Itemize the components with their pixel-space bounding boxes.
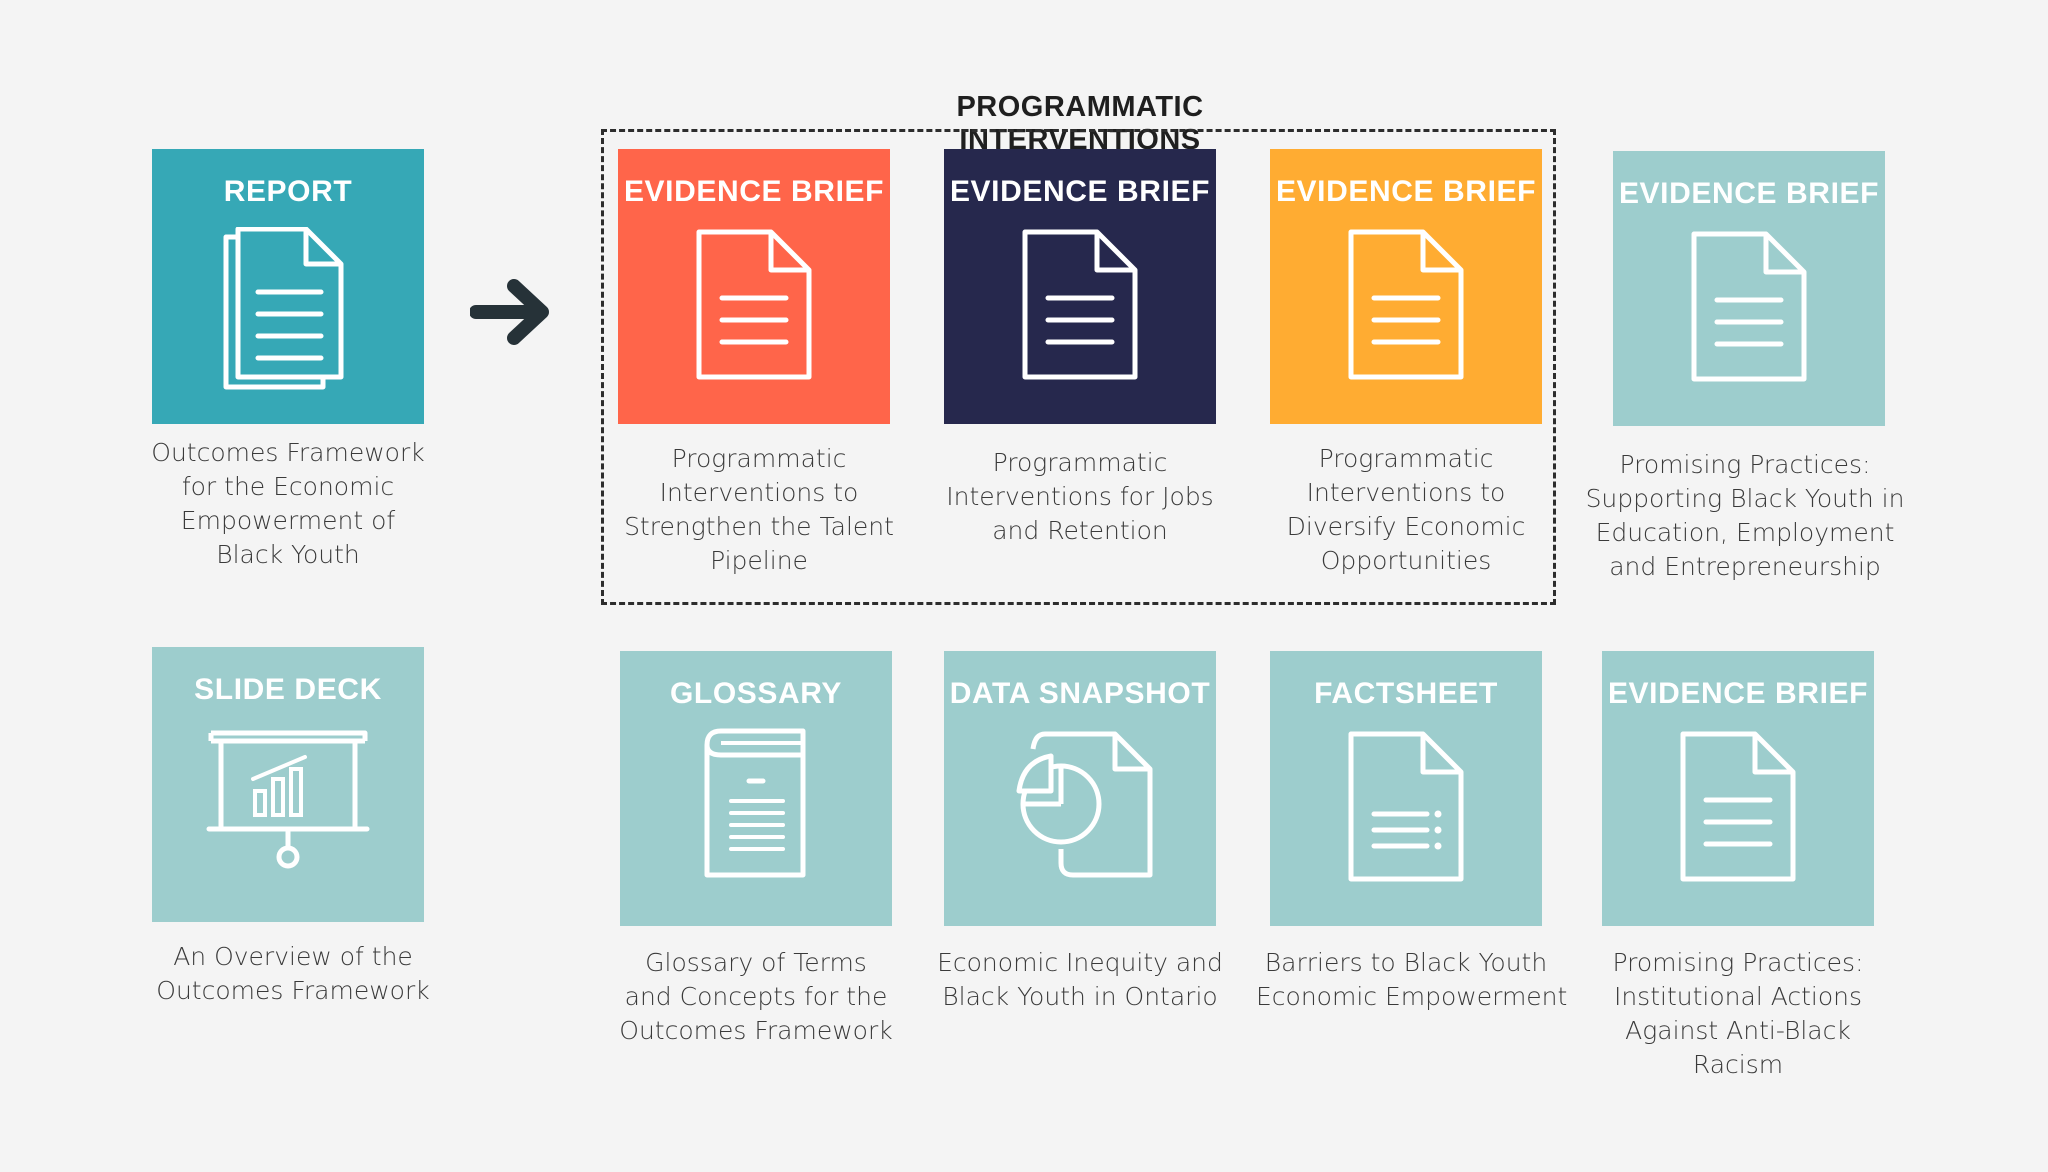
document-icon bbox=[1680, 731, 1796, 882]
tile-label: DATA SNAPSHOT bbox=[949, 677, 1211, 710]
tile-evidence-brief-anti-black-racism[interactable]: EVIDENCE BRIEF bbox=[1602, 651, 1874, 926]
document-icon bbox=[1022, 229, 1138, 380]
tile-slide-deck[interactable]: SLIDE DECK bbox=[152, 647, 424, 922]
tile-label: EVIDENCE BRIEF bbox=[623, 175, 885, 208]
tile-factsheet[interactable]: FACTSHEET bbox=[1270, 651, 1542, 926]
tile-evidence-brief-talent-pipeline[interactable]: EVIDENCE BRIEF bbox=[618, 149, 890, 424]
tile-label: EVIDENCE BRIEF bbox=[1275, 175, 1537, 208]
list-document-icon bbox=[1348, 731, 1464, 882]
book-icon bbox=[704, 728, 806, 878]
tile-report[interactable]: REPORT bbox=[152, 149, 424, 424]
document-icon bbox=[1348, 229, 1464, 380]
programmatic-interventions-group bbox=[601, 129, 1556, 605]
tile-evidence-brief-supporting-black-youth[interactable]: EVIDENCE BRIEF bbox=[1613, 151, 1885, 426]
tile-description: Promising Practices:Supporting Black You… bbox=[1585, 450, 1905, 581]
tile-data-snapshot[interactable]: DATA SNAPSHOT bbox=[944, 651, 1216, 926]
arrow-right-icon bbox=[470, 279, 549, 345]
tile-evidence-brief-jobs-retention[interactable]: EVIDENCE BRIEF bbox=[944, 149, 1216, 424]
tile-glossary[interactable]: GLOSSARY bbox=[620, 651, 892, 926]
tile-evidence-brief-diversify[interactable]: EVIDENCE BRIEF bbox=[1270, 149, 1542, 424]
presentation-board-icon bbox=[206, 730, 370, 869]
pie-chart-document-icon bbox=[1016, 731, 1153, 878]
document-icon bbox=[1691, 231, 1807, 382]
stacked-document-icon bbox=[223, 227, 344, 390]
tile-label: SLIDE DECK bbox=[194, 673, 382, 706]
tile-label: EVIDENCE BRIEF bbox=[1607, 677, 1869, 710]
tile-label: EVIDENCE BRIEF bbox=[949, 175, 1211, 208]
tile-label: EVIDENCE BRIEF bbox=[1618, 177, 1880, 210]
tile-label: REPORT bbox=[223, 175, 353, 208]
document-icon bbox=[696, 229, 812, 380]
tile-label: GLOSSARY bbox=[669, 677, 843, 710]
tile-label: FACTSHEET bbox=[1314, 677, 1498, 710]
tile-description: Promising Practices:Institutional Action… bbox=[1612, 948, 1864, 1079]
